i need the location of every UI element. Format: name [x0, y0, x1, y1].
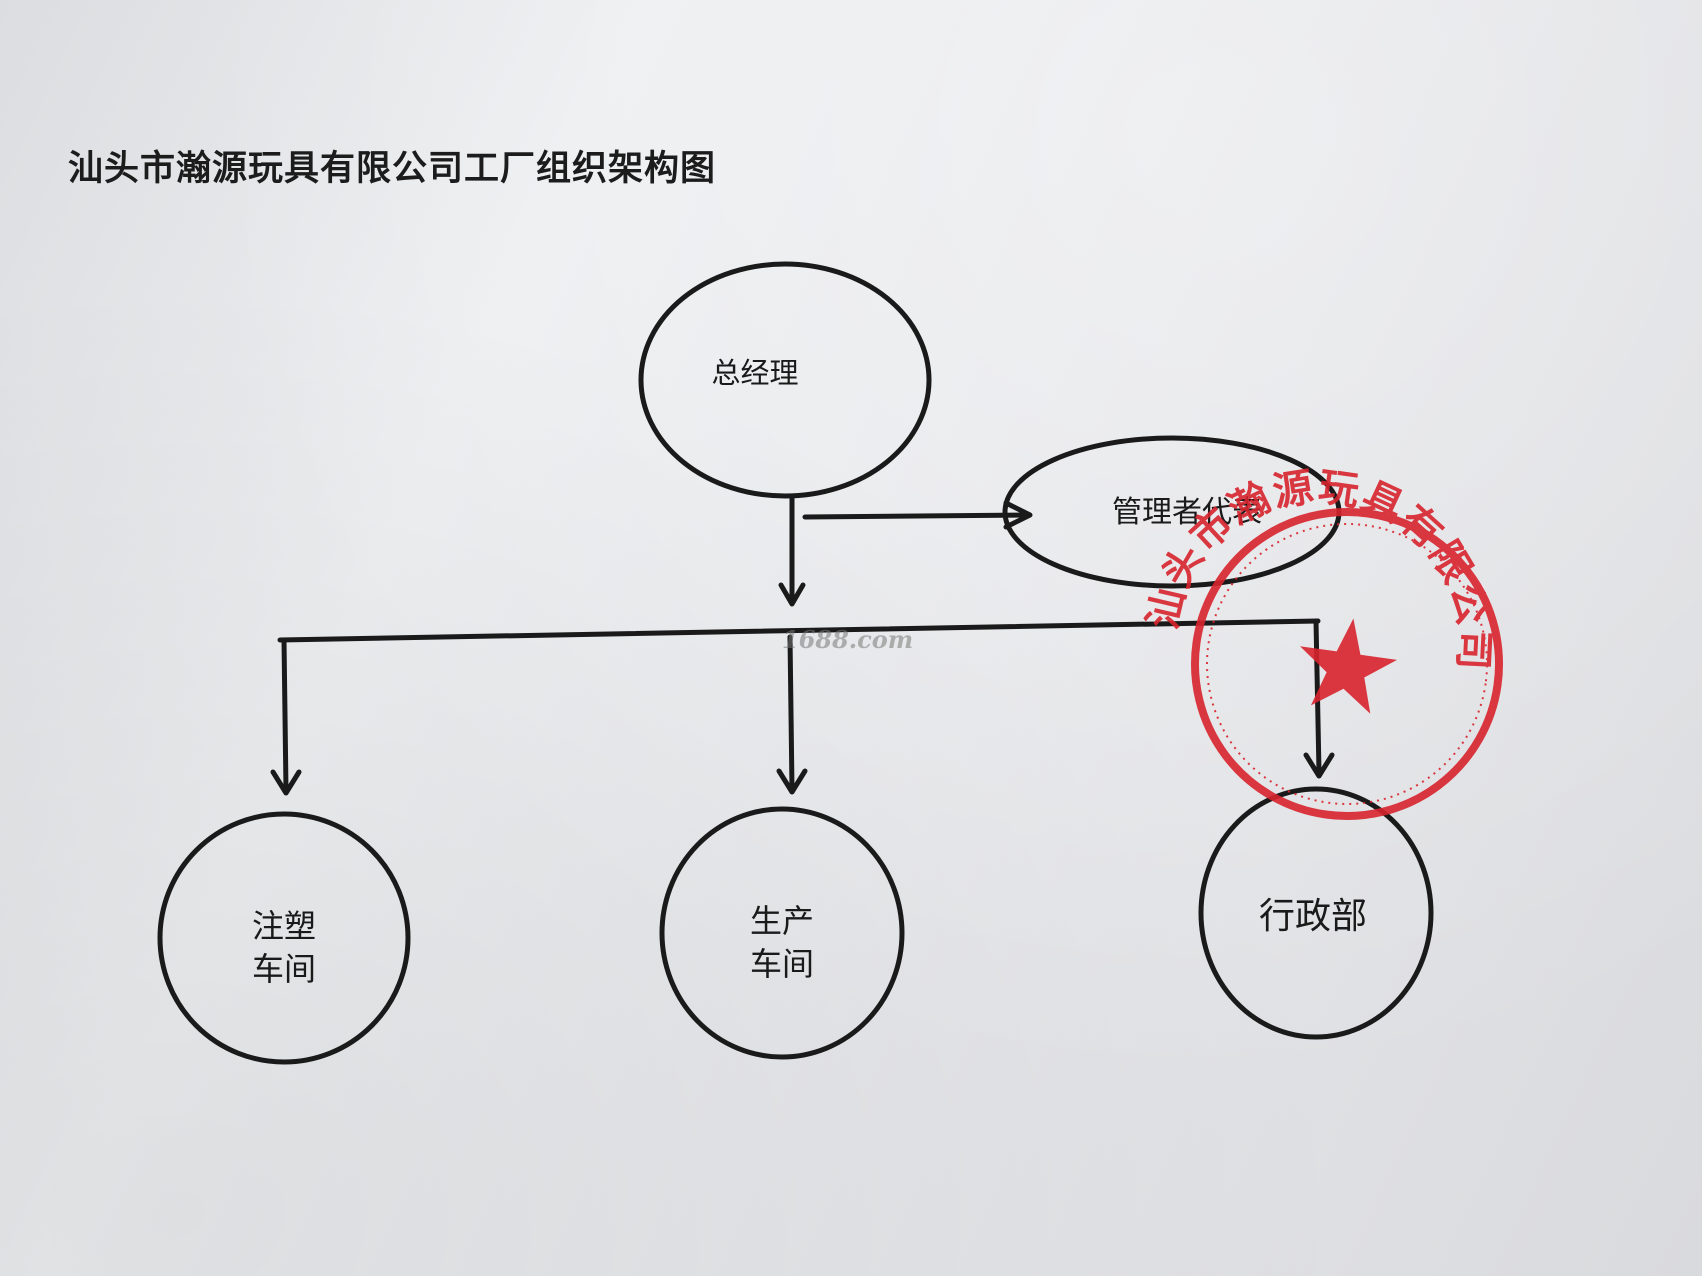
node-shape: [157, 811, 411, 1065]
arrowhead-admin: [1303, 752, 1335, 779]
connector-to-injection: [281, 637, 289, 793]
node-shape: [638, 261, 932, 499]
node-shape: [659, 806, 905, 1060]
connector-to-management-rep: [802, 512, 1029, 520]
node-production-workshop: 生产 车间: [659, 806, 905, 1060]
node-admin-dept: 行政部: [1198, 786, 1434, 1040]
arrowhead-injection: [270, 769, 302, 796]
connector-to-production: [787, 634, 795, 792]
watermark: 1688.com: [782, 625, 913, 654]
node-injection-workshop: 注塑 车间: [157, 811, 411, 1065]
arrowhead-production: [776, 768, 808, 795]
node-label-line2: 车间: [750, 945, 814, 983]
star-icon: [1300, 618, 1398, 714]
node-label-line1: 注塑: [252, 907, 316, 945]
node-label-line2: 车间: [252, 950, 316, 988]
node-label: 总经理: [711, 356, 798, 390]
seal-inner-dots: [1206, 523, 1488, 805]
node-label-line1: 生产: [750, 902, 814, 940]
arrowhead-management-rep: [1003, 500, 1033, 530]
connector-horizontal-bus: [277, 618, 1321, 643]
node-shape: [1198, 786, 1434, 1040]
connectors: [270, 494, 1335, 796]
document-title: 汕头市瀚源玩具有限公司工厂组织架构图: [68, 148, 717, 189]
node-label: 行政部: [1259, 896, 1367, 937]
seal-outer-ring: [1191, 508, 1503, 820]
node-general-manager: 总经理: [638, 261, 932, 499]
arrowhead-down-manager: [778, 582, 806, 607]
node-label: 管理者代表: [1112, 495, 1262, 530]
